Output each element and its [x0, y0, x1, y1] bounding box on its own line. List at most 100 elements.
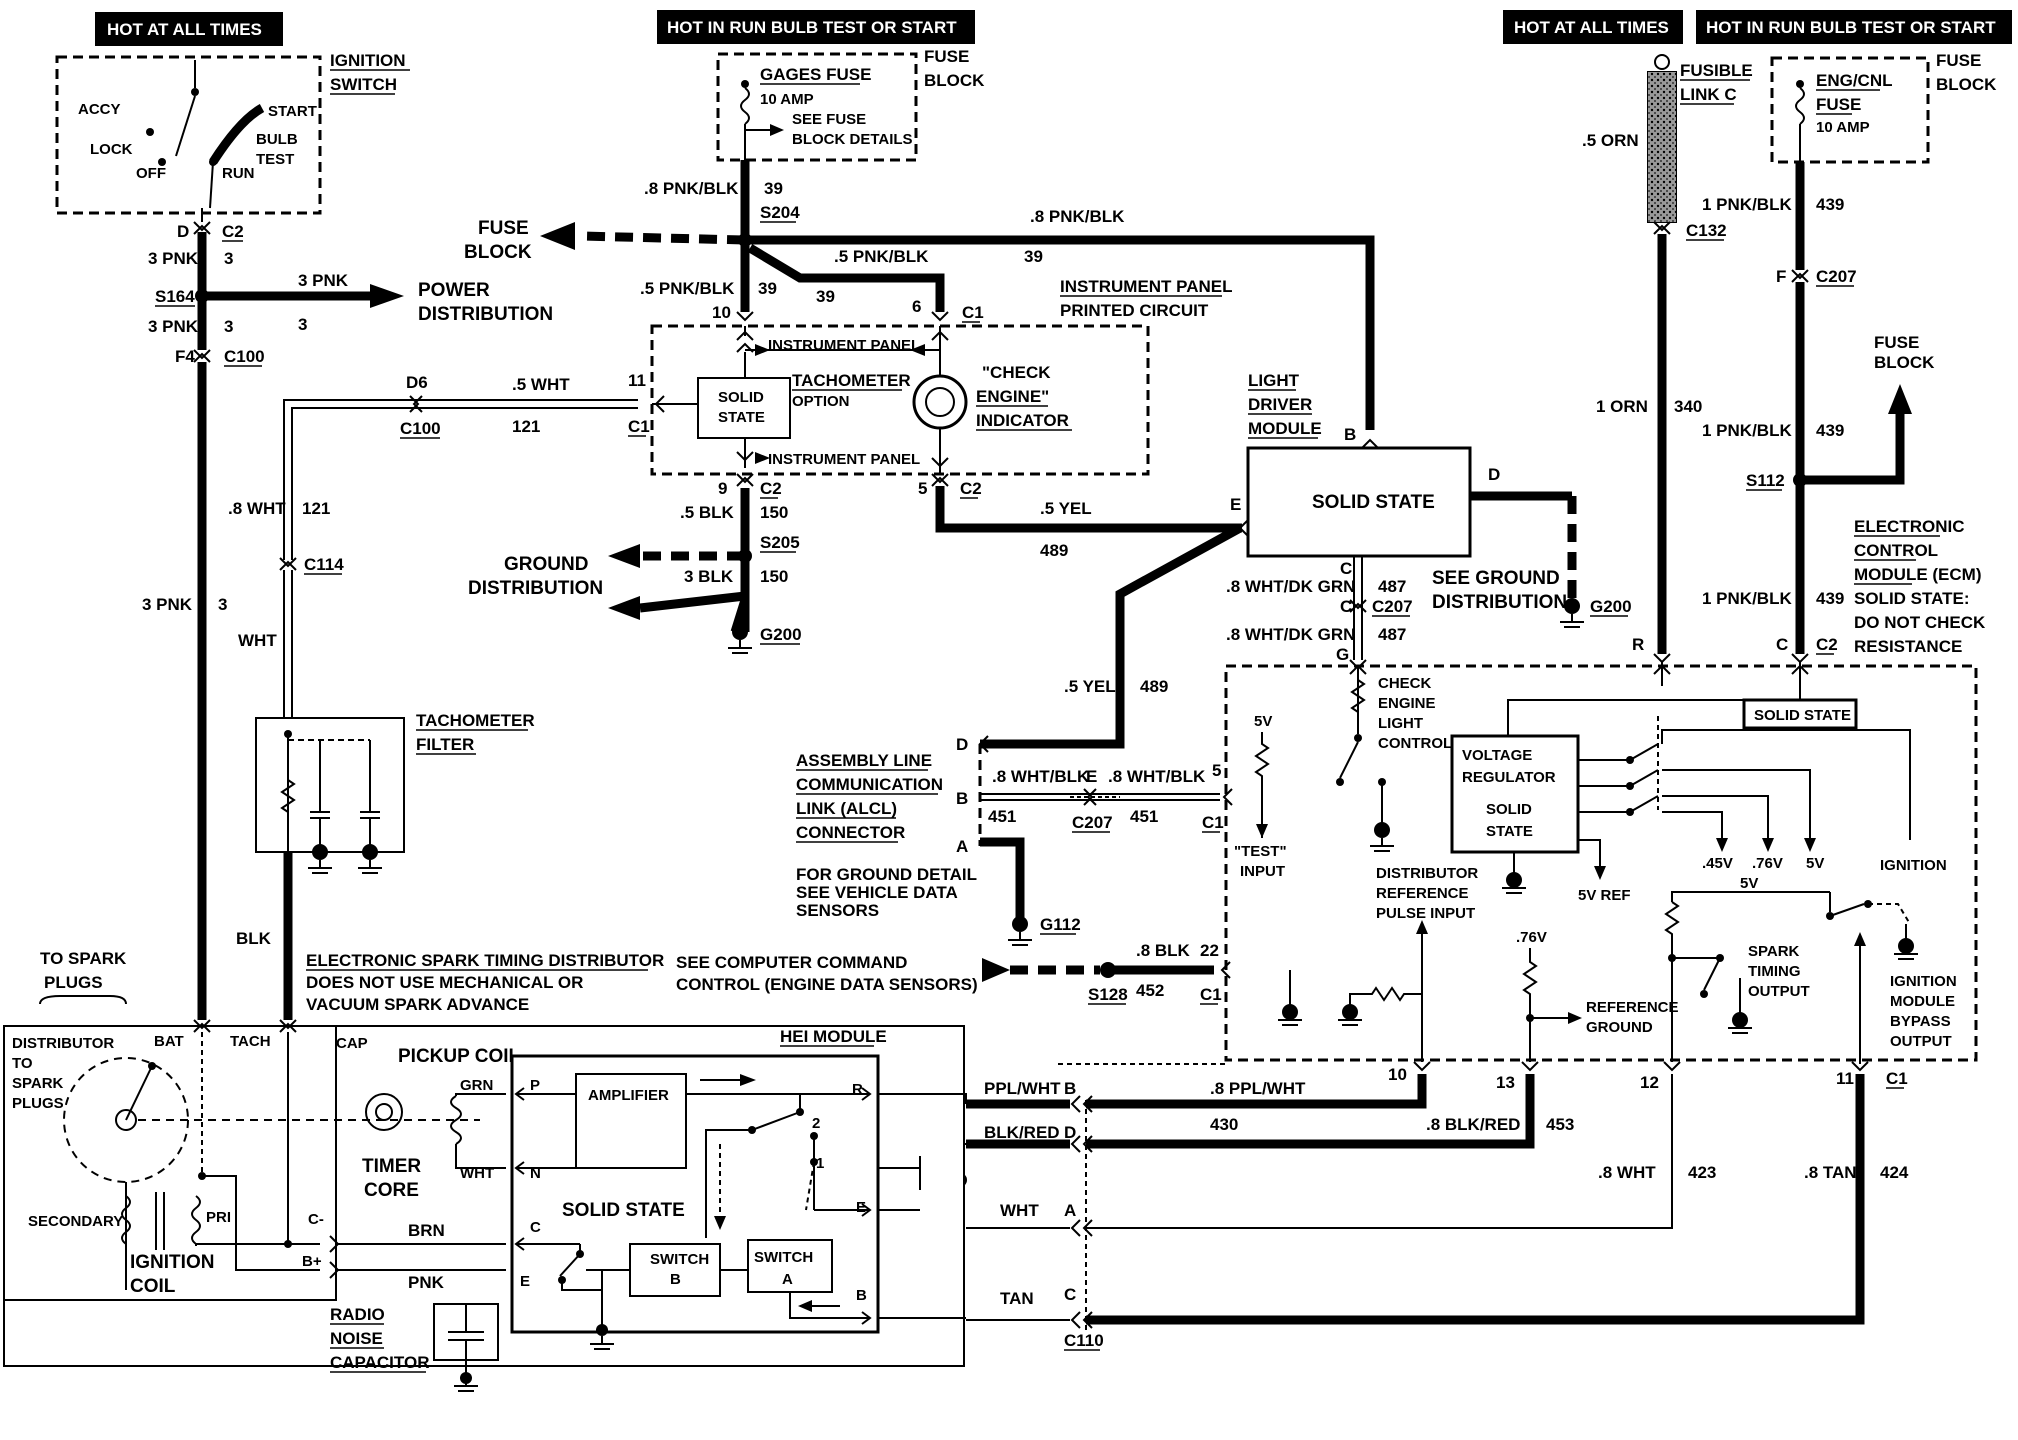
- svg-text:HEI MODULE: HEI MODULE: [780, 1027, 887, 1046]
- svg-text:FUSE: FUSE: [1816, 95, 1861, 114]
- svg-text:.8 WHT/BLK: .8 WHT/BLK: [992, 767, 1090, 786]
- svg-text:SWITCH: SWITCH: [330, 75, 397, 94]
- svg-text:INDICATOR: INDICATOR: [976, 411, 1069, 430]
- svg-text:TO SPARK: TO SPARK: [40, 949, 127, 968]
- light-driver-module: LIGHT DRIVER MODULE SOLID STATE B E D G2…: [980, 371, 1632, 749]
- svg-text:FILTER: FILTER: [416, 735, 474, 754]
- svg-text:SEE COMPUTER COMMAND: SEE COMPUTER COMMAND: [676, 953, 907, 972]
- eng-cnl-fuse: FUSE BLOCK ENG/CNL FUSE 10 AMP 1 PNK/BLK…: [1632, 51, 1997, 664]
- svg-text:DO NOT CHECK: DO NOT CHECK: [1854, 613, 1986, 632]
- svg-text:RADIO: RADIO: [330, 1305, 385, 1324]
- svg-text:TIMING: TIMING: [1748, 963, 1801, 980]
- svg-text:HOT IN RUN BULB TEST OR START: HOT IN RUN BULB TEST OR START: [1706, 18, 1996, 37]
- svg-text:HOT IN RUN BULB TEST OR START: HOT IN RUN BULB TEST OR START: [667, 18, 957, 37]
- svg-text:COIL: COIL: [130, 1276, 176, 1297]
- svg-text:E: E: [1086, 767, 1097, 786]
- svg-text:OPTION: OPTION: [792, 393, 850, 410]
- svg-text:1 PNK/BLK: 1 PNK/BLK: [1702, 195, 1792, 214]
- svg-text:C1: C1: [1200, 985, 1222, 1004]
- svg-text:BLOCK DETAILS: BLOCK DETAILS: [792, 131, 913, 148]
- tachometer-filter: TACHOMETER FILTER: [255, 711, 535, 1020]
- svg-text:B: B: [856, 1287, 867, 1304]
- svg-text:TACH: TACH: [230, 1033, 271, 1050]
- svg-text:F4: F4: [175, 347, 195, 366]
- svg-text:MODULE: MODULE: [1248, 419, 1322, 438]
- fusible-link-c: FUSIBLE LINK C .5 ORN C132 1 ORN 340: [1582, 54, 1753, 664]
- svg-text:SEE GROUND: SEE GROUND: [1432, 568, 1560, 589]
- svg-text:S204: S204: [760, 203, 800, 222]
- svg-text:489: 489: [1140, 677, 1168, 696]
- svg-text:DOES NOT USE MECHANICAL OR: DOES NOT USE MECHANICAL OR: [306, 973, 583, 992]
- svg-text:487: 487: [1378, 577, 1406, 596]
- svg-text:B+: B+: [302, 1253, 322, 1270]
- svg-text:.5 WHT: .5 WHT: [512, 375, 570, 394]
- svg-text:C1: C1: [1886, 1069, 1908, 1088]
- svg-text:DISTRIBUTOR: DISTRIBUTOR: [12, 1035, 114, 1052]
- svg-text:BRN: BRN: [408, 1221, 445, 1240]
- svg-text:OUTPUT: OUTPUT: [1890, 1033, 1952, 1050]
- svg-text:SOLID STATE: SOLID STATE: [562, 1200, 685, 1221]
- svg-text:A: A: [782, 1271, 793, 1288]
- svg-text:3 PNK: 3 PNK: [298, 271, 349, 290]
- svg-text:SPARK: SPARK: [12, 1075, 64, 1092]
- svg-text:POWER: POWER: [418, 280, 490, 301]
- svg-text:SOLID STATE: SOLID STATE: [1754, 707, 1851, 724]
- banner-hot-in-run-center: HOT IN RUN BULB TEST OR START: [657, 10, 975, 44]
- ignition-switch: IGNITION SWITCH ACCY LOCK OFF START BULB…: [55, 51, 410, 242]
- svg-text:OUTPUT: OUTPUT: [1748, 983, 1810, 1000]
- svg-text:START: START: [268, 103, 317, 120]
- svg-text:ACCY: ACCY: [78, 101, 121, 118]
- svg-text:CONTROL: CONTROL: [1378, 735, 1452, 752]
- svg-text:E: E: [520, 1273, 530, 1290]
- svg-text:MODULE (ECM): MODULE (ECM): [1854, 565, 1981, 584]
- svg-text:E: E: [1230, 495, 1241, 514]
- svg-text:TAN: TAN: [1000, 1289, 1034, 1308]
- svg-text:487: 487: [1378, 625, 1406, 644]
- svg-text:424: 424: [1880, 1163, 1909, 1182]
- svg-text:D: D: [1488, 465, 1500, 484]
- svg-text:SOLID STATE: SOLID STATE: [1312, 492, 1435, 513]
- svg-text:FUSE: FUSE: [1874, 333, 1919, 352]
- svg-text:D: D: [1064, 1123, 1076, 1142]
- svg-text:PRINTED CIRCUIT: PRINTED CIRCUIT: [1060, 301, 1209, 320]
- svg-text:SPARK: SPARK: [1748, 943, 1800, 960]
- svg-text:451: 451: [988, 807, 1016, 826]
- svg-text:C207: C207: [1816, 267, 1857, 286]
- svg-text:DRIVER: DRIVER: [1248, 395, 1312, 414]
- svg-text:INSTRUMENT PANEL: INSTRUMENT PANEL: [768, 451, 920, 468]
- svg-text:10: 10: [1388, 1065, 1407, 1084]
- svg-text:FUSE: FUSE: [1936, 51, 1981, 70]
- svg-text:D: D: [177, 222, 189, 241]
- svg-text:C207: C207: [1372, 597, 1413, 616]
- svg-text:MODULE: MODULE: [1890, 993, 1955, 1010]
- svg-text:5V: 5V: [1740, 875, 1758, 892]
- svg-text:CAP: CAP: [336, 1035, 368, 1052]
- svg-text:DISTRIBUTOR: DISTRIBUTOR: [1376, 865, 1478, 882]
- svg-text:TACHOMETER: TACHOMETER: [792, 371, 911, 390]
- svg-text:CONTROL (ENGINE DATA SENSORS): CONTROL (ENGINE DATA SENSORS): [676, 975, 978, 994]
- svg-text:GAGES FUSE: GAGES FUSE: [760, 65, 871, 84]
- svg-text:NOISE: NOISE: [330, 1329, 383, 1348]
- svg-text:489: 489: [1040, 541, 1068, 560]
- svg-text:PICKUP COIL: PICKUP COIL: [398, 1046, 521, 1067]
- svg-text:INPUT: INPUT: [1240, 863, 1285, 880]
- svg-text:3 PNK: 3 PNK: [148, 317, 199, 336]
- svg-text:IGNITION: IGNITION: [330, 51, 406, 70]
- svg-text:"CHECK: "CHECK: [982, 363, 1051, 382]
- svg-text:11: 11: [1836, 1069, 1854, 1088]
- svg-text:121: 121: [512, 417, 540, 436]
- svg-text:WHT: WHT: [460, 1165, 494, 1182]
- svg-text:TO: TO: [12, 1055, 33, 1072]
- wire-wht-tach: D6 C100 .5 WHT 121 .8 WHT 121 C114 WHT B…: [228, 373, 638, 948]
- svg-text:22: 22: [1200, 941, 1219, 960]
- svg-text:F: F: [1776, 267, 1786, 286]
- svg-text:PPL/WHT: PPL/WHT: [984, 1079, 1061, 1098]
- svg-text:GROUND: GROUND: [504, 554, 588, 575]
- svg-text:5: 5: [918, 479, 927, 498]
- svg-text:CONNECTOR: CONNECTOR: [796, 823, 905, 842]
- svg-text:340: 340: [1674, 397, 1702, 416]
- svg-text:10: 10: [712, 303, 731, 322]
- svg-text:.8 WHT: .8 WHT: [1598, 1163, 1656, 1182]
- svg-text:D: D: [956, 735, 968, 754]
